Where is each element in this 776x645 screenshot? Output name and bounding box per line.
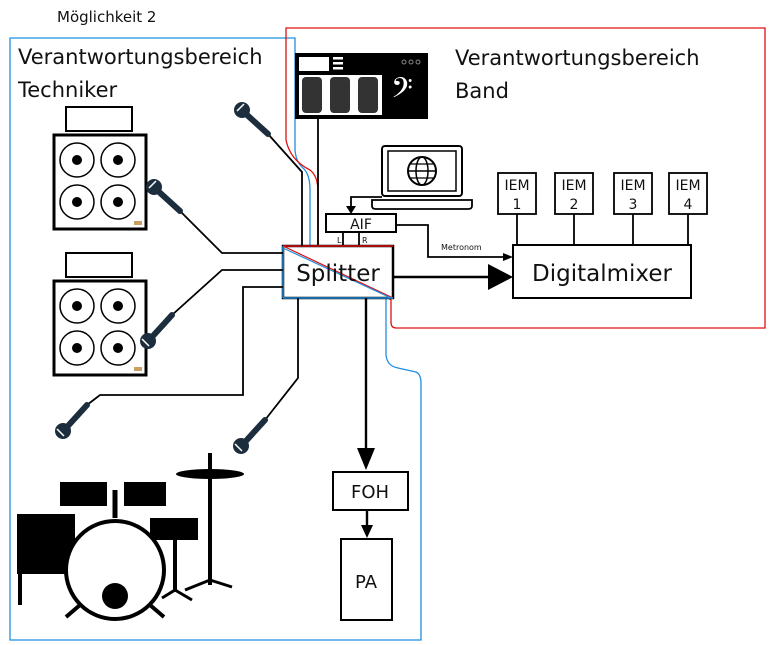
splitter-label: Splitter [296,261,380,287]
iem-label: IEM [561,178,586,194]
band-region-subtitle: Band [455,79,509,103]
iem-number: 4 [684,197,693,213]
digitalmixer-label: Digitalmixer [532,261,672,287]
iem-4-box: IEM 4 [668,172,708,245]
iem-number: 1 [513,197,522,213]
technician-region-subtitle: Techniker [17,78,118,102]
metronom-connection [396,224,505,258]
laptop-icon [371,145,473,210]
aif-right-label: R [362,236,368,245]
bass-effects-pedal-icon: 𝄢 [295,53,428,119]
laptop-to-aif-connection [350,196,382,208]
pa-label: PA [355,572,378,593]
iem-number: 3 [629,197,638,213]
arrow-head [488,264,513,290]
bass-amp-icon [52,251,148,377]
iem-label: IEM [620,178,645,194]
iem-2-box: IEM 2 [554,172,594,245]
iem-3-box: IEM 3 [613,172,653,245]
mic-4-cable [86,286,283,406]
diagram-caption: Möglichkeit 2 [57,8,156,26]
aif-left-label: L [337,236,342,245]
microphone-icon [55,405,87,439]
svg-text:𝄢: 𝄢 [391,72,413,112]
foh-box: FOH [332,471,409,511]
microphone-icon [234,102,268,134]
aif-box: AIF L R [325,213,397,246]
microphone-icon [146,179,180,211]
arrow-head [503,253,513,261]
guitar-amp-icon [52,105,148,231]
microphone-icon [233,420,265,454]
mic-5-cable [264,298,299,421]
globe-icon [407,156,437,186]
iem-label: IEM [675,178,700,194]
digitalmixer-box: Digitalmixer [512,244,692,299]
iem-1-box: IEM 1 [497,172,537,245]
iem-label: IEM [504,178,529,194]
mic-1-cable [267,133,303,246]
band-region-title: Verantwortungsbereich [455,46,700,70]
aif-label: AIF [350,217,372,233]
drum-kit-icon [17,453,244,621]
splitter-box: Splitter [281,244,395,300]
technician-region-title: Verantwortungsbereich [18,45,263,69]
arrow-head [357,448,375,470]
pa-box: PA [340,538,393,621]
arrow-head [346,206,356,214]
mic-3-cable [171,269,283,316]
arrow-head [361,525,373,538]
foh-label: FOH [351,482,389,503]
iem-number: 2 [570,197,579,213]
mic-2-cable [179,210,283,254]
metronom-label: Metronom [441,243,482,252]
